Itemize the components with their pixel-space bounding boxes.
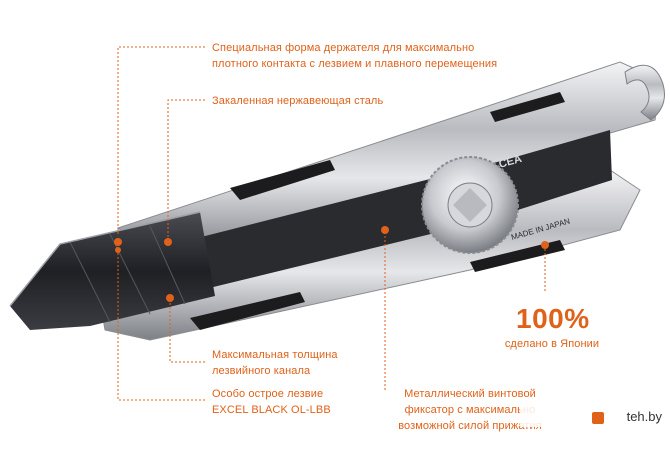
callout-lock-screw-line1: Металлический винтовой [404,388,536,400]
made-in-japan-caption-text: сделано в Японии [504,338,600,350]
callout-lines [117,46,546,401]
made-in-japan-caption: сделано в Японии [497,336,607,352]
watermark-text: teh.by [626,409,662,424]
callout-lock-screw: Металлический винтовой фиксатор с максим… [395,386,545,434]
callout-channel-line2: лезвийного канала [212,365,311,377]
callout-steel: Закаленная нержавеющая сталь [212,93,383,109]
callout-lock-screw-line3: возможной силой прижатия [398,420,542,432]
callout-holder-shape-line2: плотного контакта с лезвием и плавного п… [212,58,498,70]
callout-channel: Максимальная толщина лезвийного канала [212,347,338,379]
callout-steel-line1: Закаленная нержавеющая сталь [212,95,384,107]
callout-dots [114,226,549,302]
callout-holder-shape: Специальная форма держателя для максимал… [212,40,497,72]
callout-blade-line1: Особо острое лезвие [212,388,324,400]
lock-screw-wheel [421,156,519,254]
callout-channel-line1: Максимальная толщина [212,349,338,361]
callout-blade-line2: EXCEL BLACK OL-LBB [212,404,331,416]
callout-holder-shape-line1: Специальная форма держателя для максимал… [212,42,475,54]
callout-lock-screw-line2: фиксатор с максимально [404,404,536,416]
callout-blade: Особо острое лезвие EXCEL BLACK OL-LBB [212,386,331,418]
made-in-japan-percent: 100% [516,303,590,334]
watermark-logo-icon [592,412,604,424]
